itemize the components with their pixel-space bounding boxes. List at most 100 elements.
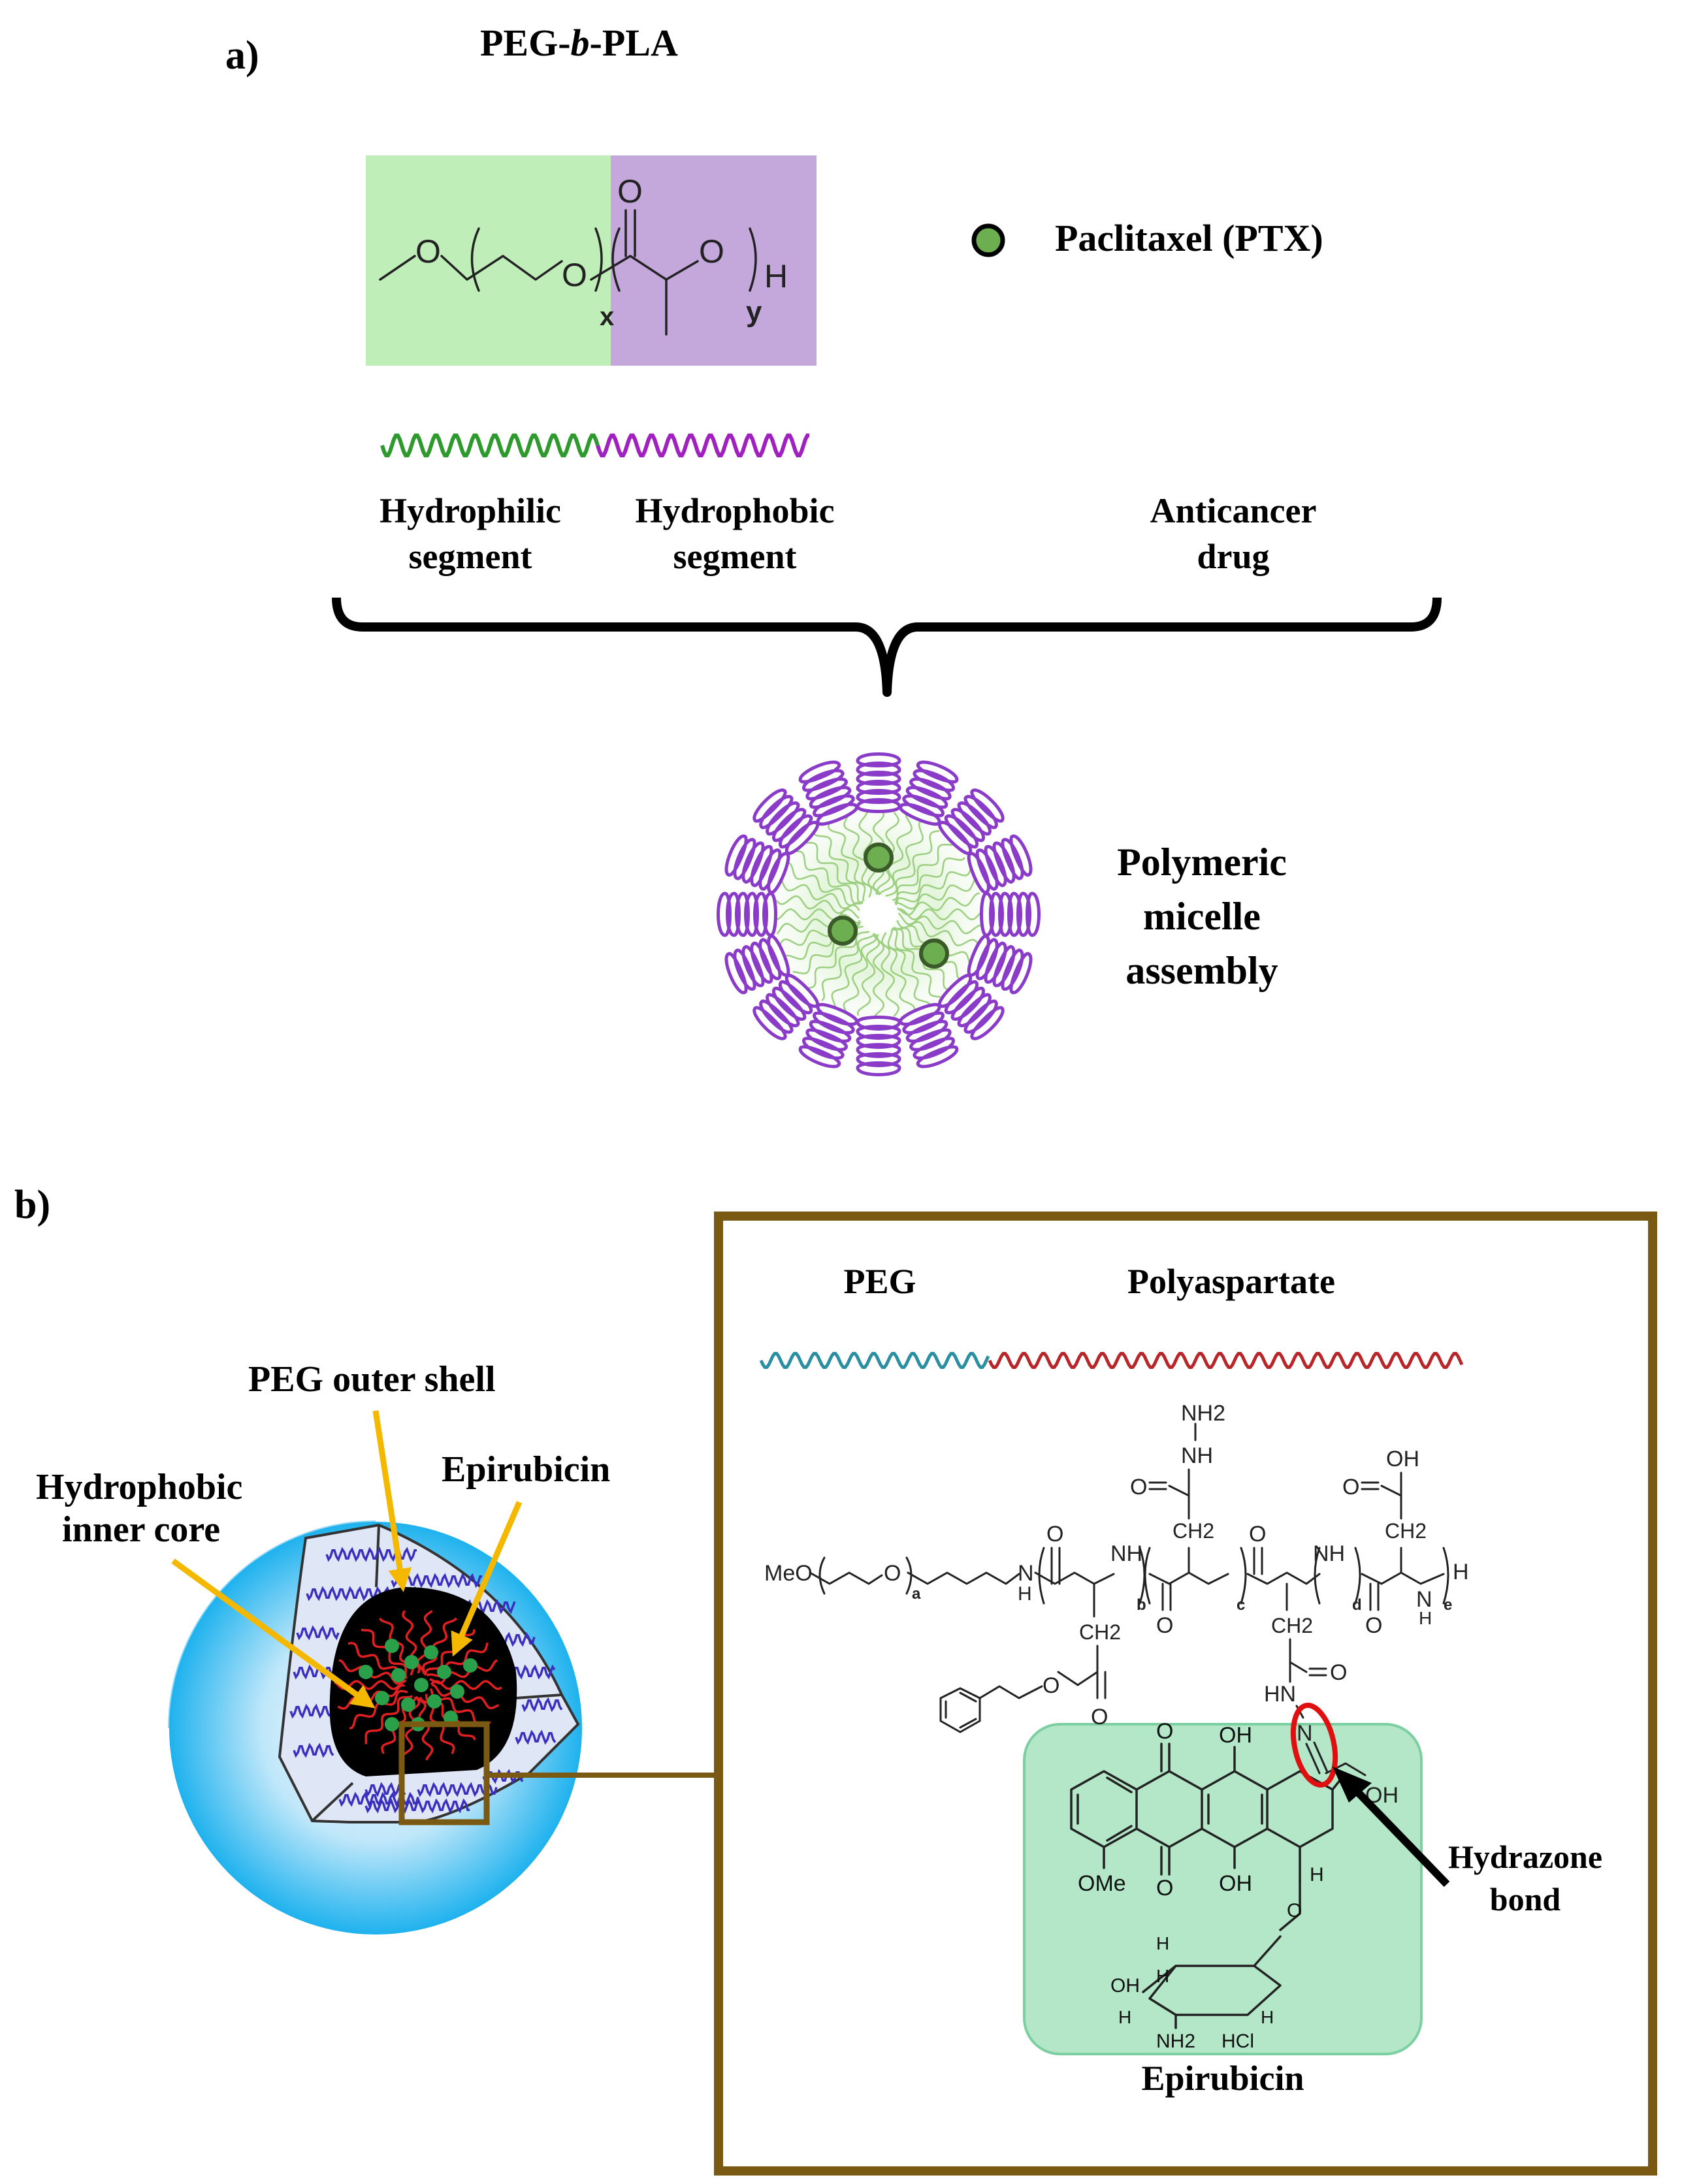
micelle-label-line3: assembly [1125,949,1278,992]
hydrazone-label-line1: Hydrazone [1448,1839,1602,1875]
epirubicin-structure: O O OH OH H OMe O OH H H H [1070,1719,1347,2052]
chem-sub-c: c [1237,1596,1245,1614]
sugar-h-2: H [1156,1966,1169,1986]
red-chain [364,1695,413,1744]
core-chain [892,830,940,901]
anticancer-label-line1: Anticancer [1150,491,1317,530]
grouping-brace [332,597,1442,697]
core-drug-dot [404,1655,419,1669]
paclitaxel-dot-icon [971,223,1005,257]
core-drug-dot [463,1658,477,1673]
polymeric-micelle [717,752,1041,1076]
core-chain [876,934,899,1017]
core-chain [813,833,866,902]
core-chain [895,857,965,905]
chem-o-b: O [1046,1522,1063,1547]
hydrophilic-label-line2: segment [409,537,532,576]
peg-outer-shell-label: PEG outer shell [248,1359,496,1400]
hydrophobic-wave [596,433,809,458]
sugar-h-1: H [1156,1933,1169,1953]
shell-wave [364,1798,470,1814]
panel-a-label: a) [225,33,259,78]
chem-o-ester: O [1091,1705,1108,1729]
panel-a: a) PEG-b-PLA O O x O O H y P [225,22,1442,1076]
micelle-label-line1: Polymeric [1117,841,1287,884]
inner-core-label-line2: inner core [62,1509,220,1550]
core-chain [803,842,862,905]
core-chain [898,908,982,921]
chem-o-peg: O [884,1561,901,1586]
chem-ch2-b: CH2 [1079,1620,1121,1644]
chem-o-benzyl: O [1043,1673,1059,1698]
epi-o-quinone-2: O [1156,1876,1173,1901]
core-drug-dot [391,1668,406,1682]
micelle-sphere [168,1520,715,1935]
epi-h-ring: H [1310,1864,1324,1886]
panel-b-label: b) [14,1183,50,1227]
core-chain [775,895,860,914]
core-drug-dots [359,1639,477,1731]
wedge-edge-1 [375,1524,380,1588]
chem-meo: MeO [764,1561,813,1586]
red-chain [422,1617,457,1676]
inset-peg-wave [759,1352,990,1369]
core-chain [872,933,885,1018]
shell-wave [521,1697,563,1712]
panel-a-title: PEG-b-PLA [480,22,678,64]
chem-oh-acid: OH [1386,1447,1419,1471]
hydrophilic-label-line1: Hydrophilic [380,491,561,530]
micelle-label-line2: micelle [1143,895,1261,938]
corona-coil [980,891,1041,937]
micelle-center [860,896,897,933]
sugar-oh: OH [1110,1975,1140,1997]
red-chain [349,1690,408,1730]
core-chain [776,914,860,935]
benzene-ring-icon [939,1687,981,1733]
chem-nh-hydrazide: NH [1181,1443,1213,1468]
sub-x: x [600,302,614,331]
core-chain [831,933,875,1009]
chem-o-d: O [1249,1522,1266,1547]
epirubicin-highlight-box [1023,1723,1423,2055]
core-chain [843,815,878,895]
core-chain [780,879,862,910]
chem-ch2-e: CH2 [1385,1519,1427,1543]
peg-shell-arrow [372,1410,412,1592]
shell-wave [293,1742,334,1758]
epi-oh-2: OH [1219,1871,1252,1896]
hydrophobic-label-line2: segment [673,537,797,576]
paclitaxel-legend-label: Paclitaxel (PTX) [1055,217,1323,259]
wedge-edge-2 [515,1694,562,1699]
sugar-ring-icon [1142,1935,1282,2016]
atom-o3: O [699,233,724,270]
chem-nh-e-h: H [1419,1608,1432,1628]
hydrazone-arrow-head-icon [1333,1767,1372,1803]
shell-wave [508,1664,556,1680]
chem-h-end: H [1453,1560,1469,1584]
core-chain [879,814,913,895]
shell-wave [338,1791,419,1807]
core-chain [796,850,863,905]
core-chain [896,920,978,946]
atom-o2: O [562,257,587,293]
inner-core-arrow [171,1558,376,1709]
core-drug-dot [385,1717,399,1731]
core-chain [897,892,980,916]
core-drug-dot [359,1665,373,1679]
chem-ch2-d: CH2 [1271,1614,1313,1637]
inset-peg-label: PEG [843,1262,916,1301]
core-chain [892,927,941,998]
core-drug-dot [437,1665,451,1679]
corona-coil [717,891,777,937]
hydrophilic-wave [380,433,600,458]
wedge-edge-3 [311,1782,354,1822]
shell-wave [417,1782,498,1797]
peg-b-pla-structure: O O x O O H y [379,173,788,336]
chem-nh2-hydrazide: NH2 [1181,1401,1225,1426]
shell-wave [364,1782,406,1797]
panel-b: b) PEG outer shell Epirubicin Hydrophobi… [14,1183,1657,2176]
sub-y: y [746,296,762,328]
chem-sub-b: b [1137,1596,1146,1614]
shell-wave [289,1703,331,1719]
